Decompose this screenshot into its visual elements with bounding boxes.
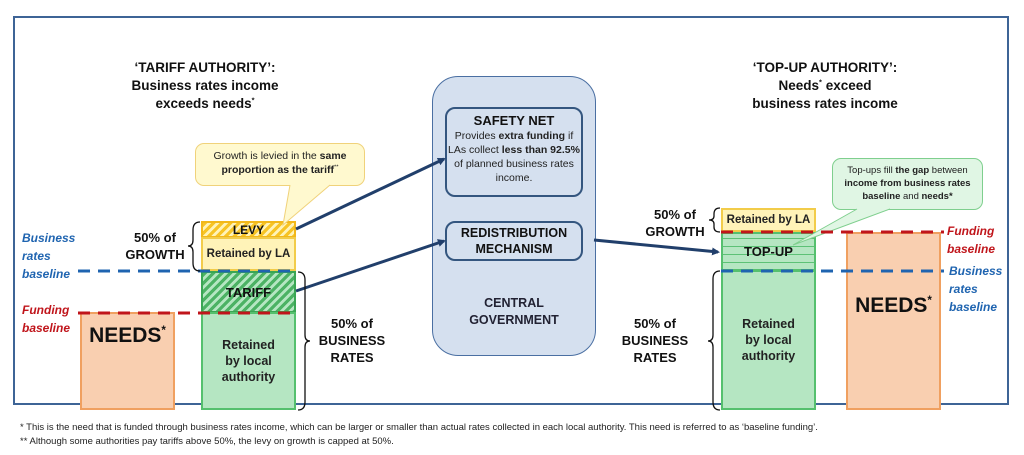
- footnote-1: * This is the need that is funded throug…: [20, 422, 818, 433]
- safety-net-text: Provides: [454, 130, 499, 142]
- heading-text: exceed: [821, 78, 872, 93]
- levy-label: LEVY: [232, 222, 265, 237]
- safety-net-bold: less than 92.5%: [501, 144, 580, 156]
- title-line: REDISTRIBUTION: [460, 226, 568, 240]
- tariff-block: TARIFF: [201, 271, 296, 313]
- footnote-mark: **: [334, 164, 339, 171]
- callout-text: and: [900, 191, 922, 202]
- safety-net-box: SAFETY NET Provides extra funding if LAs…: [445, 107, 583, 197]
- redistribution-mechanism-box: REDISTRIBUTION MECHANISM: [445, 221, 583, 261]
- redistribution-title: REDISTRIBUTION MECHANISM: [447, 225, 581, 257]
- business-rates-brace-label-right: 50% of BUSINESS RATES: [615, 315, 695, 366]
- heading-line: ‘TOP-UP AUTHORITY’:: [752, 60, 898, 75]
- levy-block: LEVY: [201, 221, 296, 238]
- retained-by-local-authority-block-right: Retained by local authority: [721, 270, 816, 410]
- footnote-mark: *: [161, 325, 166, 337]
- callout-text: Top-ups fill: [847, 165, 896, 176]
- retained-local-label: Retained by local authority: [221, 338, 276, 384]
- label-line: baseline: [949, 300, 998, 314]
- retained-local-label: Retained by local authority: [741, 317, 796, 363]
- top-up-callout: Top-ups fill the gap between income from…: [832, 158, 983, 210]
- label-line: Business: [22, 231, 76, 245]
- tariff-label: TARIFF: [225, 284, 272, 300]
- title-line: MECHANISM: [475, 242, 553, 256]
- safety-net-title: SAFETY NET: [473, 113, 555, 128]
- safety-net-text: Provides extra funding if LAs collect le…: [447, 129, 581, 185]
- top-up-block: TOP-UP: [721, 232, 816, 271]
- funding-baseline-label-left: Funding baseline: [22, 301, 70, 337]
- needs-block-left: NEEDS*: [80, 312, 175, 410]
- label-line: baseline: [22, 321, 71, 335]
- heading-text: exceeds needs: [155, 96, 252, 111]
- label-line: rates: [22, 249, 51, 263]
- business-rates-baseline-label-left: Business rates baseline: [22, 229, 75, 283]
- growth-brace-label-left: 50% of GROWTH: [120, 229, 190, 263]
- central-government-label: CENTRAL GOVERNMENT: [433, 295, 595, 329]
- label-line: BUSINESS: [318, 333, 386, 348]
- callout-text: Growth is levied in the: [213, 150, 320, 162]
- retained-by-la-block-right: Retained by LA: [721, 208, 816, 232]
- central-government-box: SAFETY NET Provides extra funding if LAs…: [432, 76, 596, 356]
- business-rates-brace-label-left: 50% of BUSINESS RATES: [312, 315, 392, 366]
- label-line: baseline: [22, 267, 71, 281]
- needs-block-right: NEEDS*: [846, 232, 941, 410]
- levy-callout: Growth is levied in the same proportion …: [195, 143, 365, 186]
- funding-baseline-label-right: Funding baseline: [947, 222, 995, 258]
- growth-brace-label-right: 50% of GROWTH: [640, 206, 710, 240]
- label-line: 50% of: [654, 207, 696, 222]
- business-rates-baseline-label-right: Business rates baseline: [949, 262, 1002, 316]
- footnote-mark: *: [251, 95, 255, 105]
- heading-line: ‘TARIFF AUTHORITY’:: [134, 60, 276, 75]
- label-line: Funding: [947, 224, 995, 238]
- label-line: rates: [949, 282, 978, 296]
- retained-by-la-label: Retained by LA: [206, 248, 291, 260]
- callout-bold: the gap: [895, 165, 930, 176]
- top-up-authority-heading: ‘TOP-UP AUTHORITY’: Needs* exceed busine…: [730, 59, 920, 113]
- label-line: Business: [949, 264, 1003, 278]
- heading-text: Needs: [778, 78, 820, 93]
- safety-net-text: of planned business rates income.: [454, 158, 574, 184]
- label-line: RATES: [633, 350, 677, 365]
- safety-net-text: if LAs collect: [448, 130, 574, 156]
- retained-by-local-authority-block: Retained by local authority: [201, 312, 296, 410]
- heading-line: Needs* exceed: [730, 77, 920, 95]
- safety-net-bold: extra funding: [498, 130, 566, 142]
- label-line: GROWTH: [125, 247, 185, 262]
- label-line: 50% of: [634, 316, 676, 331]
- label-line: GROWTH: [645, 224, 705, 239]
- label-line: baseline: [947, 242, 996, 256]
- needs-label: NEEDS*: [89, 324, 166, 348]
- top-up-label: TOP-UP: [744, 244, 793, 259]
- callout-bold: income from business rates baseline: [844, 178, 971, 202]
- retained-by-la-block: Retained by LA: [201, 237, 296, 271]
- label-line: BUSINESS: [621, 333, 689, 348]
- heading-line: business rates income: [752, 96, 898, 111]
- footnote-2: ** Although some authorities pay tariffs…: [20, 436, 394, 447]
- label-line: CENTRAL: [484, 296, 544, 310]
- label-line: GOVERNMENT: [469, 313, 559, 327]
- needs-text: NEEDS: [855, 294, 928, 317]
- label-line: 50% of: [134, 230, 176, 245]
- heading-line: exceeds needs*: [110, 95, 300, 113]
- heading-line: Business rates income: [131, 78, 279, 93]
- label-line: 50% of: [331, 316, 373, 331]
- label-line: RATES: [330, 350, 374, 365]
- diagram-frame: [13, 16, 1009, 405]
- callout-text: between: [929, 165, 968, 176]
- callout-bold: needs*: [921, 191, 953, 202]
- footnote-mark: *: [927, 295, 932, 307]
- footnote-mark: *: [819, 77, 822, 87]
- needs-label: NEEDS*: [855, 294, 932, 318]
- label-line: Funding: [22, 303, 70, 317]
- retained-by-la-label: Retained by LA: [726, 214, 811, 226]
- needs-text: NEEDS: [89, 324, 162, 347]
- tariff-authority-heading: ‘TARIFF AUTHORITY’: Business rates incom…: [110, 59, 300, 113]
